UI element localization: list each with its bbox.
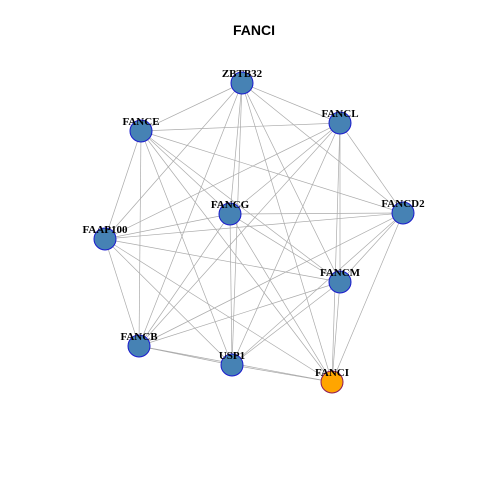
edge-fancg-fancb: [138, 213, 231, 347]
node-label-zbtb32: ZBTB32: [222, 68, 263, 80]
node-label-fancb: FANCB: [120, 331, 158, 343]
node-zbtb32[interactable]: ZBTB32: [222, 68, 263, 95]
edge-fance-fancb: [138, 130, 142, 347]
edge-fancg-usp1: [229, 213, 233, 366]
node-circle-fancb[interactable]: [127, 334, 151, 358]
edge-fancg-fancd2: [229, 212, 404, 215]
edge-zbtb32-fancm: [241, 82, 341, 283]
node-fancb[interactable]: FANCB: [120, 331, 158, 358]
node-fancl[interactable]: FANCL: [321, 108, 359, 135]
edge-usp1-fanci: [231, 364, 333, 383]
node-label-fancl: FANCL: [321, 108, 358, 120]
edge-fance-usp1: [140, 130, 233, 366]
edge-fancm-fancb: [138, 281, 341, 347]
node-fanci[interactable]: FANCI: [315, 367, 349, 394]
edge-faap100-fancb: [104, 238, 140, 347]
node-circle-fancl[interactable]: [328, 111, 352, 135]
edge-fancg-fancm: [229, 213, 341, 283]
edge-zbtb32-fancb: [138, 82, 243, 347]
edge-fancl-fancd2: [339, 122, 404, 214]
edge-faap100-fanci: [104, 238, 333, 383]
edge-fancd2-fancb: [138, 212, 404, 347]
node-label-fancd2: FANCD2: [381, 198, 425, 210]
edge-fance-fancg: [140, 130, 231, 215]
node-circle-fancm[interactable]: [328, 270, 352, 294]
edge-zbtb32-fancd2: [241, 82, 404, 214]
edge-fancg-fanci: [229, 213, 333, 383]
node-label-fancm: FANCM: [320, 267, 361, 279]
edge-fancd2-fanci: [331, 212, 404, 383]
edge-fance-fancl: [140, 122, 341, 132]
edge-faap100-fancm: [104, 238, 341, 283]
node-usp1[interactable]: USP1: [219, 350, 245, 377]
edge-fance-faap100: [104, 130, 142, 240]
edge-faap100-usp1: [104, 238, 233, 366]
node-circle-fancg[interactable]: [218, 202, 242, 226]
graph-title: FANCI: [233, 22, 275, 38]
edge-fancg-faap100: [104, 213, 231, 240]
node-fancg[interactable]: FANCG: [211, 199, 250, 226]
edge-zbtb32-fanci: [241, 82, 333, 383]
edge-zbtb32-fancg: [229, 82, 243, 215]
node-circle-faap100[interactable]: [93, 227, 117, 251]
node-label-fanci: FANCI: [315, 367, 349, 379]
node-circle-fanci[interactable]: [320, 370, 344, 394]
edge-fancl-fancg: [229, 122, 341, 215]
node-fancm[interactable]: FANCM: [320, 267, 361, 294]
node-fancd2[interactable]: FANCD2: [381, 198, 425, 225]
node-label-faap100: FAAP100: [82, 224, 128, 236]
node-label-usp1: USP1: [219, 350, 245, 362]
edge-fance-fancd2: [140, 130, 404, 214]
edge-fancl-fanci: [331, 122, 341, 383]
node-label-fance: FANCE: [122, 116, 159, 128]
node-circle-usp1[interactable]: [220, 353, 244, 377]
edge-fance-fanci: [140, 130, 333, 383]
node-circle-zbtb32[interactable]: [230, 71, 254, 95]
node-circle-fancd2[interactable]: [391, 201, 415, 225]
edge-zbtb32-fancl: [241, 82, 341, 124]
edge-fance-fancm: [140, 130, 341, 283]
edge-fancl-faap100: [104, 122, 341, 240]
edge-fancm-fanci: [331, 281, 341, 383]
node-circle-fance[interactable]: [129, 119, 153, 143]
edge-fancd2-fancm: [339, 212, 404, 283]
edge-fancm-usp1: [231, 281, 341, 366]
edge-zbtb32-usp1: [231, 82, 243, 366]
node-faap100[interactable]: FAAP100: [82, 224, 128, 251]
edge-fancd2-faap100: [104, 212, 404, 240]
node-label-fancg: FANCG: [211, 199, 250, 211]
node-fance[interactable]: FANCE: [122, 116, 160, 143]
edges-layer: [104, 82, 404, 383]
edge-fancl-fancb: [138, 122, 341, 347]
edge-fancl-usp1: [231, 122, 341, 366]
edge-zbtb32-fance: [140, 82, 243, 132]
